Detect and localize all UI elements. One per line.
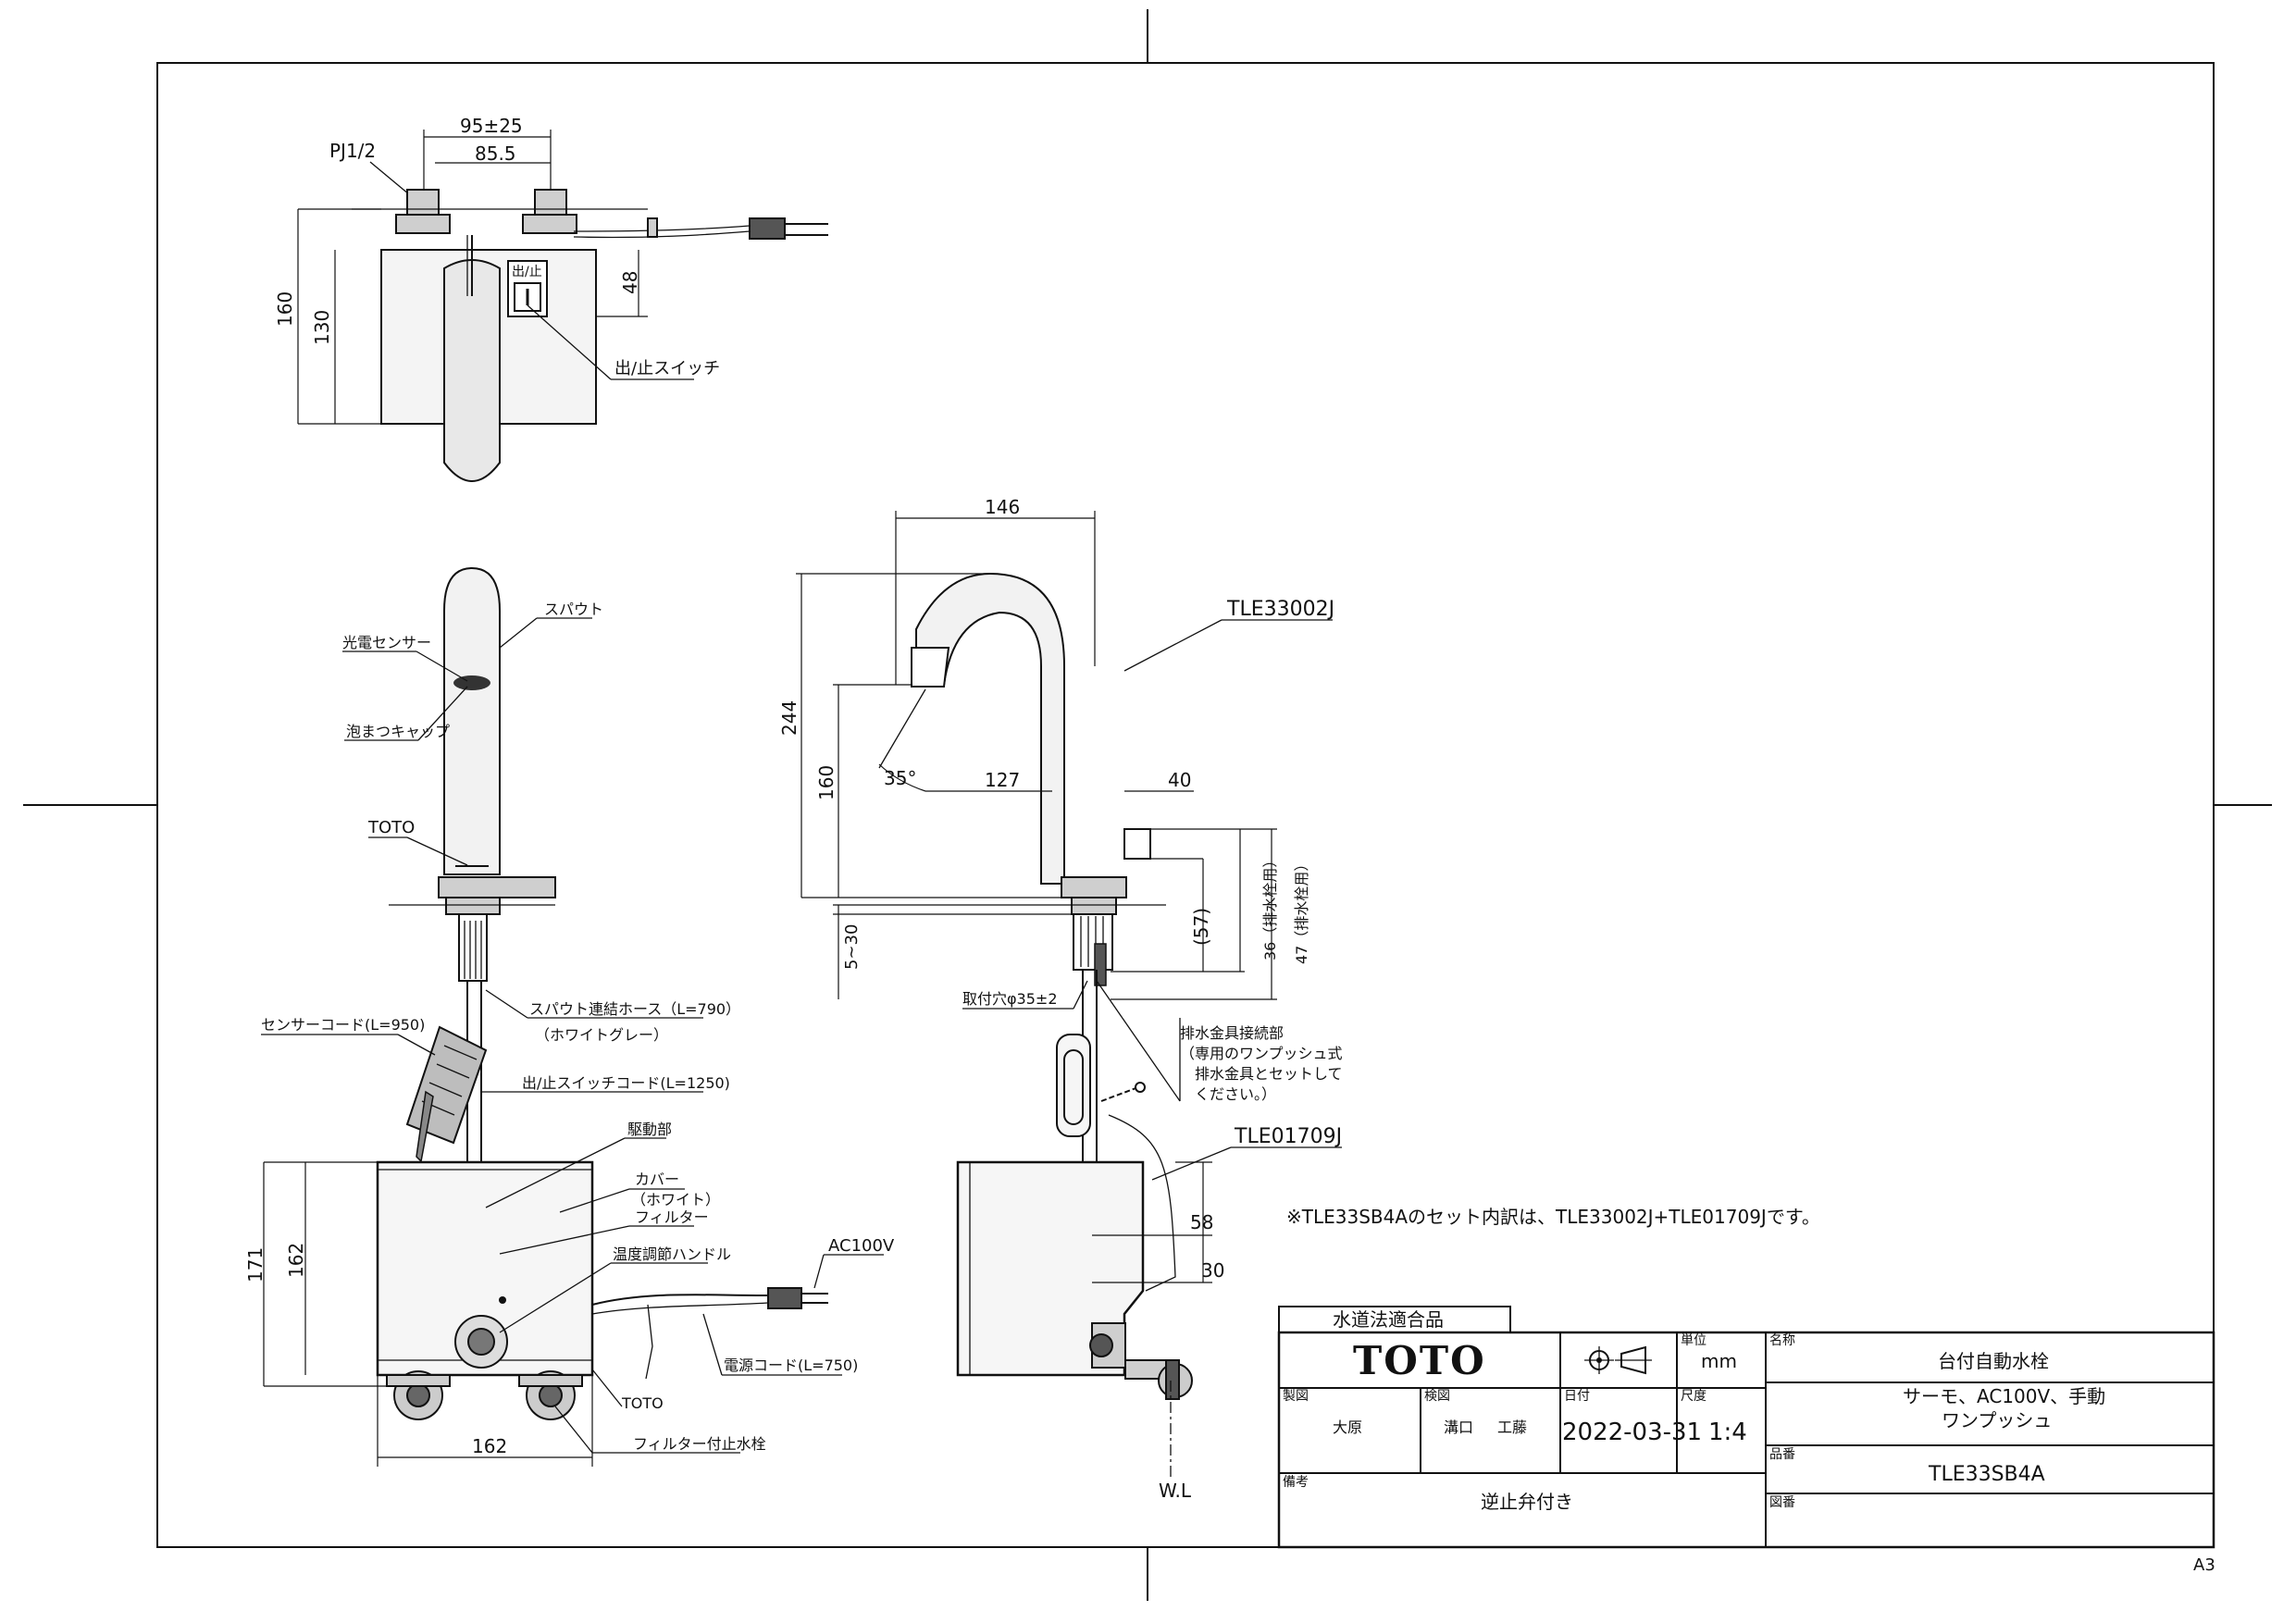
label-pj: PJ1/2	[329, 140, 376, 162]
title-block: 水道法適合品 TOTO 単位 mm 名称 台付自動水栓 サーモ、AC100V、手…	[1277, 1306, 2215, 1549]
dim-30: 30	[1201, 1259, 1224, 1282]
label-switch: 出/止スイッチ	[614, 359, 720, 378]
label-cover: カバー	[635, 1171, 679, 1188]
switch-mark: 出/止	[512, 265, 542, 279]
label-drive: 駆動部	[627, 1121, 672, 1138]
name-label: 名称	[1769, 1333, 1795, 1348]
set-note: ※TLE33SB4Aのセット内訳は、TLE33002J+TLE01709Jです。	[1286, 1206, 1820, 1228]
label-cap: 泡まつキャップ	[346, 723, 450, 740]
dim-85: 85.5	[475, 142, 516, 165]
label-sensor-cord: センサーコード(L=950)	[261, 1016, 425, 1034]
projection-symbol	[1584, 1345, 1652, 1375]
label-spout: スパウト	[544, 601, 603, 618]
model-label: 品番	[1769, 1447, 1795, 1462]
dim-244: 244	[778, 700, 800, 736]
dim-58: 58	[1190, 1211, 1213, 1233]
top-view: 95±25 85.5 PJ1/2 出/止 160	[274, 115, 828, 482]
date-label: 日付	[1564, 1389, 1590, 1404]
dim-160: 160	[274, 291, 296, 327]
dim-130: 130	[311, 310, 333, 345]
side-view: W.L 146 244 160 35° 127 40 (57) 36（排水栓用）…	[778, 496, 1343, 1502]
dim-162-vertical: 162	[285, 1243, 307, 1278]
compliance-label: 水道法適合品	[1333, 1308, 1444, 1331]
brand-logo: TOTO	[1353, 1338, 1486, 1383]
front-view: スパウト 光電センサー 泡まつキャップ TOTO スパウト連結ホース（L=790…	[244, 566, 895, 1467]
label-toto: TOTO	[367, 818, 415, 837]
dim-162-horizontal: 162	[472, 1435, 507, 1457]
drawer-name: 大原	[1333, 1419, 1362, 1436]
sheet-size-label: A3	[2193, 1555, 2215, 1575]
label-power-cord: 電源コード(L=750)	[724, 1357, 858, 1374]
ref-label: 図番	[1769, 1495, 1795, 1510]
label-filter-valve: フィルター付止水栓	[633, 1435, 766, 1453]
dim-171: 171	[244, 1247, 267, 1282]
label-hose-color: （ホワイトグレー）	[535, 1026, 668, 1044]
unit-value: mm	[1701, 1350, 1737, 1372]
label-hole: 取付穴φ35±2	[962, 990, 1058, 1008]
draw-label: 製図	[1283, 1389, 1309, 1404]
scale-value: 1:4	[1708, 1419, 1747, 1446]
scale-label: 尺度	[1681, 1389, 1706, 1404]
angle-35: 35°	[884, 767, 916, 789]
label-sensor: 光電センサー	[342, 634, 431, 651]
unit-label: 単位	[1681, 1333, 1706, 1348]
product-spec-1: サーモ、AC100V、手動	[1903, 1385, 2105, 1407]
label-cover-color: （ホワイト）	[631, 1191, 720, 1208]
dim-95: 95±25	[460, 115, 523, 137]
label-toto-2: TOTO	[621, 1394, 664, 1412]
drain-note-line: 排水金具とセットして	[1180, 1065, 1343, 1083]
checker-name-1: 溝口	[1444, 1419, 1473, 1436]
dim-48: 48	[619, 271, 641, 294]
check-label: 検図	[1424, 1389, 1450, 1404]
drain-note-line: 排水金具接続部	[1180, 1024, 1284, 1042]
dim-40: 40	[1168, 769, 1191, 791]
remarks-value: 逆止弁付き	[1481, 1491, 1573, 1513]
dim-36: 36（排水栓用）	[1261, 853, 1279, 960]
dim-160-side: 160	[815, 765, 838, 800]
dim-47: 47（排水栓用）	[1293, 857, 1310, 964]
label-unit-model: TLE01709J	[1234, 1125, 1342, 1148]
label-ac100v: AC100V	[828, 1236, 895, 1256]
drain-note: 排水金具接続部 （専用のワンプッシュ式 排水金具とセットして ください。）	[1180, 1024, 1343, 1103]
dim-57: (57)	[1190, 908, 1212, 946]
dim-127: 127	[985, 769, 1020, 791]
checker-name-2: 工藤	[1497, 1419, 1527, 1436]
date-value: 2022-03-31	[1562, 1419, 1702, 1446]
dim-5-30: 5~30	[842, 924, 862, 970]
label-wl: W.L	[1159, 1480, 1192, 1502]
product-spec-2: ワンプッシュ	[1942, 1409, 2052, 1431]
product-name: 台付自動水栓	[1938, 1350, 2049, 1372]
label-switch-cord: 出/止スイッチコード(L=1250)	[522, 1074, 730, 1092]
drain-note-line: ください。）	[1180, 1085, 1276, 1103]
model-number: TLE33SB4A	[1928, 1463, 2045, 1486]
label-hose: スパウト連結ホース（L=790）	[529, 1000, 740, 1018]
label-filter: フィルター	[635, 1208, 709, 1226]
dim-146: 146	[985, 496, 1020, 518]
label-temp-handle: 温度調節ハンドル	[613, 1245, 731, 1263]
label-faucet-model: TLE33002J	[1226, 598, 1334, 621]
drain-note-line: （専用のワンプッシュ式	[1180, 1045, 1343, 1062]
remarks-label: 備考	[1283, 1475, 1309, 1490]
